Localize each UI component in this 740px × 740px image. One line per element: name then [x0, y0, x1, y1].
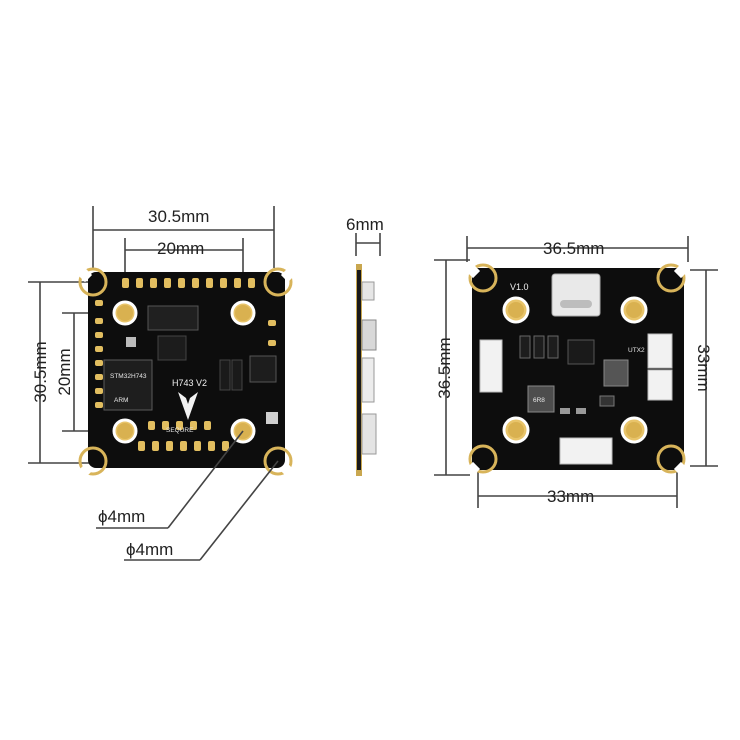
dim-30-5-height: 30.5mm: [28, 281, 90, 464]
back-width-label: 36.5mm: [543, 239, 604, 258]
connector-bottom: [559, 437, 613, 465]
front-mount-hole-tr: [263, 267, 296, 297]
inductor-6r8: [527, 385, 555, 413]
front-left-pads: [95, 300, 103, 408]
side-view: 6mm: [346, 215, 384, 476]
front-mount-hole-bl: [77, 446, 108, 479]
dim-36-5-width: 36.5mm: [466, 236, 689, 262]
hole-callout-b: ϕ4mm: [124, 460, 279, 561]
dim-33-width: 33mm: [477, 470, 678, 508]
mcu-chip-text: STM32H743: [110, 373, 147, 380]
back-mount-hole-br: [656, 444, 689, 477]
back-height-label: 36.5mm: [435, 337, 454, 398]
connector-left: [479, 339, 503, 393]
front-mcu-chip: [103, 359, 153, 411]
height-mount-label: 30.5mm: [31, 341, 50, 402]
front-top-pads: [122, 278, 255, 288]
dim-30-5-width: 30.5mm: [92, 206, 275, 268]
mount-height-label: 33mm: [694, 344, 713, 391]
back-view: 36.5mm 36.5mm 33mm 33mm: [434, 236, 718, 508]
utx-label: UTX2: [628, 347, 645, 354]
connector-right-2: [647, 369, 673, 401]
dim-6mm: 6mm: [346, 215, 384, 256]
inductor-right: [603, 359, 629, 387]
back-mount-hole-tl: [465, 263, 498, 293]
inductor-label: 6R8: [533, 397, 545, 404]
dim-20-width: 20mm: [124, 238, 244, 282]
front-bottom-pads: [138, 421, 229, 451]
width-mount-label: 30.5mm: [148, 207, 209, 226]
front-view: 30.5mm 20mm 30.5mm 20mm: [28, 206, 296, 561]
back-mount-hole-bl: [465, 444, 498, 477]
inner-height-label: 20mm: [55, 348, 74, 395]
mount-width-label: 33mm: [547, 487, 594, 506]
connector-right: [647, 333, 673, 369]
svg-text:ARM: ARM: [114, 397, 128, 404]
dim-36-5-height: 36.5mm: [434, 259, 470, 476]
back-board: V1.0 6R8 UTX2: [465, 263, 689, 477]
front-mount-hole-tl: [77, 267, 108, 297]
front-right-ic: [249, 355, 277, 383]
dim-33-height: 33mm: [690, 269, 718, 467]
brand-label: SEQURE: [166, 427, 194, 434]
back-mount-hole-tr: [656, 263, 689, 293]
inner-width-label: 20mm: [157, 239, 204, 258]
thickness-label: 6mm: [346, 215, 384, 234]
usb-c-port: [551, 273, 601, 317]
dim-20-height: 20mm: [55, 312, 110, 432]
front-board: STM32H743 ARM H743 V2 SEQURE: [77, 267, 296, 479]
hole-a-label: ϕ4mm: [98, 507, 145, 526]
hole-callout-a: ϕ4mm: [96, 430, 244, 529]
version-label: V1.0: [510, 282, 529, 292]
hole-b-label: ϕ4mm: [126, 540, 173, 559]
front-mount-hole-br: [263, 446, 296, 479]
board-model-label: H743 V2: [172, 378, 207, 388]
front-top-ic: [147, 305, 199, 331]
brand-logo: [178, 392, 198, 420]
